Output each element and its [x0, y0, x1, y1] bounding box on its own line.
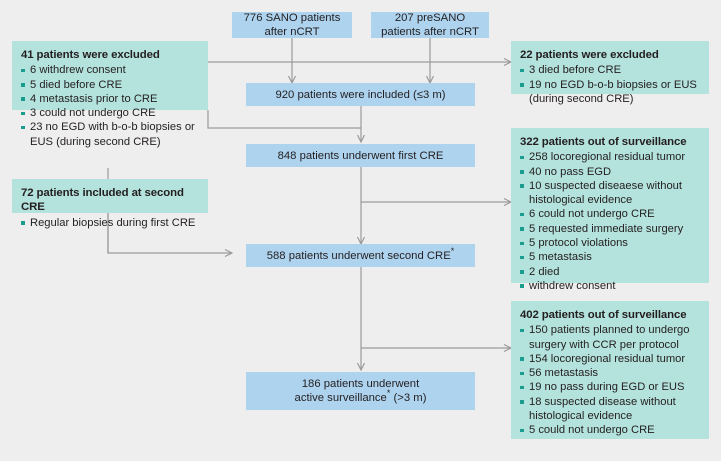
list-item-text: 19 no EGD b-o-b biopsies or EUS (during … — [529, 78, 697, 105]
list-item-text: 18 suspected disease without histologica… — [529, 395, 676, 423]
box-excluded-right-heading: 22 patients were excluded — [520, 49, 659, 61]
node-active-surveillance-line2: active surveillance — [294, 392, 387, 404]
list-item-text: 6 withdrew consent — [30, 64, 126, 77]
box-out-of-surveillance-322: 322 patients out of surveillance 258 loc… — [511, 128, 709, 292]
list-item: 5 metastasis — [520, 250, 700, 264]
list-item: 154 locoregional residual tumor — [520, 352, 700, 366]
box-out-of-surveillance-322-list: 258 locoregional residual tumor 40 no pa… — [520, 150, 700, 293]
node-presano-text: 207 preSANO patients after nCRT — [381, 11, 479, 39]
list-item: 5 could not undergo CRE — [520, 423, 700, 437]
node-active-surveillance: 186 patients underwent active surveillan… — [246, 372, 475, 410]
node-second-cre-footnote-mark: * — [450, 245, 455, 256]
list-item-text: 4 metastasis prior to CRE — [30, 92, 158, 105]
list-item-text: 2 died — [529, 265, 560, 278]
list-item-text: 19 no pass during EGD or EUS — [529, 381, 685, 394]
list-item: withdrew consent — [520, 279, 700, 293]
box-excluded-right-list: 3 died before CRE 19 no EGD b-o-b biopsi… — [520, 63, 700, 106]
node-active-surveillance-line2-tail: (>3 m) — [390, 392, 427, 404]
node-active-surveillance-line1: 186 patients underwent — [301, 378, 420, 390]
node-sano-line1: 776 SANO patients — [243, 12, 341, 24]
box-out-of-surveillance-402-list: 150 patients planned to undergo surgery … — [520, 323, 700, 437]
list-item-text: 56 metastasis — [529, 367, 599, 380]
list-item-text: 40 no pass EGD — [529, 165, 612, 178]
node-presano-patients: 207 preSANO patients after nCRT — [371, 12, 489, 38]
list-item-text: 23 no EGD with b-o-b biopsies or EUS (du… — [30, 121, 195, 148]
list-item: 56 metastasis — [520, 366, 700, 380]
node-patients-included: 920 patients were included (≤3 m) — [246, 83, 475, 106]
list-item: 3 could not undergo CRE — [21, 106, 199, 120]
list-item: 258 locoregional residual tumor — [520, 150, 700, 164]
list-item: 6 withdrew consent — [21, 63, 199, 77]
list-item: 3 died before CRE — [520, 63, 700, 77]
list-item: 40 no pass EGD — [520, 165, 700, 179]
list-item-text: 5 died before CRE — [30, 78, 123, 91]
node-presano-line1: 207 preSANO — [394, 12, 466, 24]
list-item-text: 258 locoregional residual tumor — [529, 151, 686, 164]
box-excluded-left-list: 6 withdrew consent 5 died before CRE 4 m… — [21, 63, 199, 149]
list-item-text: 3 died before CRE — [529, 64, 622, 77]
node-second-cre-text: 588 patients underwent second CRE* — [266, 245, 455, 263]
box-excluded-right: 22 patients were excluded 3 died before … — [511, 41, 709, 105]
node-presano-line2: patients after nCRT — [381, 26, 479, 38]
list-item: 150 patients planned to undergo surgery … — [520, 323, 700, 352]
box-out-of-surveillance-402: 402 patients out of surveillance 150 pat… — [511, 301, 709, 439]
list-item-text: 10 suspected diseaese without histologic… — [529, 179, 682, 207]
node-active-surveillance-text: 186 patients underwent active surveillan… — [295, 377, 427, 405]
list-item-text: Regular biopsies during first CRE — [30, 216, 196, 229]
list-item-text: 150 patients planned to undergo surgery … — [529, 324, 690, 351]
node-second-cre: 588 patients underwent second CRE* — [246, 244, 475, 267]
node-sano-patients: 776 SANO patients after nCRT — [232, 12, 352, 38]
box-excluded-left-heading: 41 patients were excluded — [21, 49, 160, 61]
box-out-of-surveillance-322-heading: 322 patients out of surveillance — [520, 136, 687, 148]
list-item-text: 5 metastasis — [529, 251, 592, 264]
node-first-cre: 848 patients underwent first CRE — [246, 144, 475, 167]
list-item-text: 5 requested immediate surgery — [529, 222, 684, 235]
node-first-cre-text: 848 patients underwent first CRE — [277, 149, 444, 162]
node-sano-line2: after nCRT — [264, 26, 320, 38]
list-item: 19 no EGD b-o-b biopsies or EUS (during … — [520, 78, 700, 107]
list-item-text: 3 could not undergo CRE — [30, 107, 156, 120]
list-item: 19 no pass during EGD or EUS — [520, 380, 700, 394]
list-item-text: withdrew consent — [529, 279, 616, 292]
list-item: 5 protocol violations — [520, 236, 700, 250]
box-included-second-cre-list: Regular biopsies during first CRE — [21, 216, 199, 230]
node-second-cre-label: 588 patients underwent second CRE — [266, 249, 451, 262]
list-item: 18 suspected disease without histologica… — [520, 395, 700, 424]
box-included-second-cre-heading: 72 patients included at second CRE — [21, 187, 184, 214]
box-excluded-left: 41 patients were excluded 6 withdrew con… — [12, 41, 208, 148]
list-item: 5 requested immediate surgery — [520, 222, 700, 236]
list-item: 2 died — [520, 265, 700, 279]
node-patients-included-text: 920 patients were included (≤3 m) — [275, 88, 446, 101]
list-item: 5 died before CRE — [21, 78, 199, 92]
node-active-surveillance-footnote-mark: * — [386, 388, 391, 399]
list-item: Regular biopsies during first CRE — [21, 216, 199, 230]
list-item: 10 suspected diseaese without histologic… — [520, 179, 700, 208]
box-out-of-surveillance-402-heading: 402 patients out of surveillance — [520, 309, 687, 321]
list-item: 4 metastasis prior to CRE — [21, 92, 199, 106]
list-item-text: 154 locoregional residual tumor — [529, 352, 686, 365]
list-item-text: 5 protocol violations — [529, 237, 628, 250]
list-item-text: 6 could not undergo CRE — [529, 208, 655, 221]
list-item: 23 no EGD with b-o-b biopsies or EUS (du… — [21, 120, 199, 149]
node-sano-text: 776 SANO patients after nCRT — [244, 11, 341, 39]
box-included-second-cre: 72 patients included at second CRE Regul… — [12, 179, 208, 229]
list-item-text: 5 could not undergo CRE — [529, 424, 655, 437]
list-item: 6 could not undergo CRE — [520, 207, 700, 221]
